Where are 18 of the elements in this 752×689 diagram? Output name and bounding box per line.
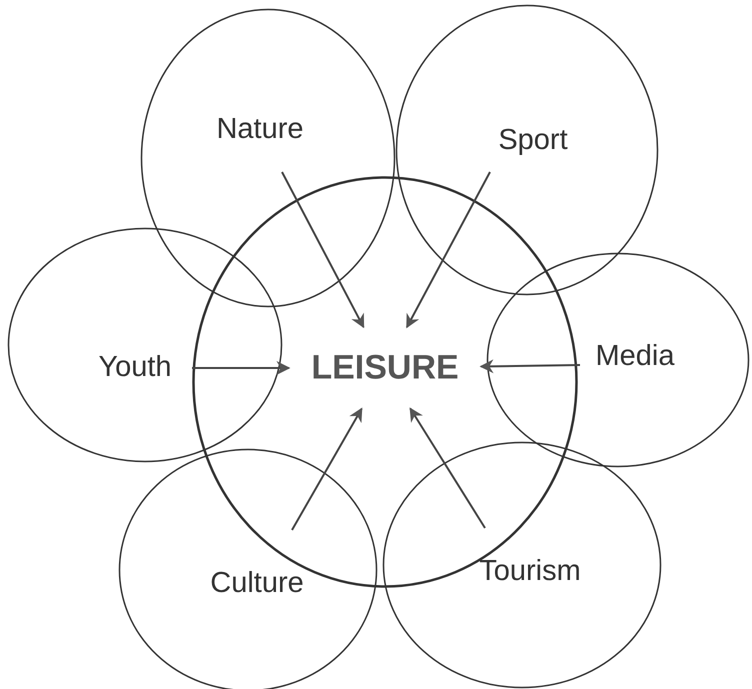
topic-label: Nature [216, 114, 304, 146]
topic-label: Culture [210, 568, 304, 600]
arrow [406, 172, 491, 328]
topic-label: Media [596, 341, 674, 373]
arrow [409, 407, 486, 529]
topic-circle [395, 4, 659, 296]
topic-circle [382, 441, 662, 689]
arrow [291, 408, 362, 530]
topic-label: Sport [498, 125, 568, 157]
arrow [480, 359, 580, 374]
center-label: LEISURE [311, 349, 459, 387]
topic-label: Youth [98, 352, 172, 384]
topic-circle [140, 8, 396, 308]
arrow [192, 361, 290, 375]
topic-label: Tourism [479, 556, 581, 588]
topic-circle [486, 252, 750, 468]
arrow [281, 172, 364, 328]
topic-circle [7, 227, 283, 463]
